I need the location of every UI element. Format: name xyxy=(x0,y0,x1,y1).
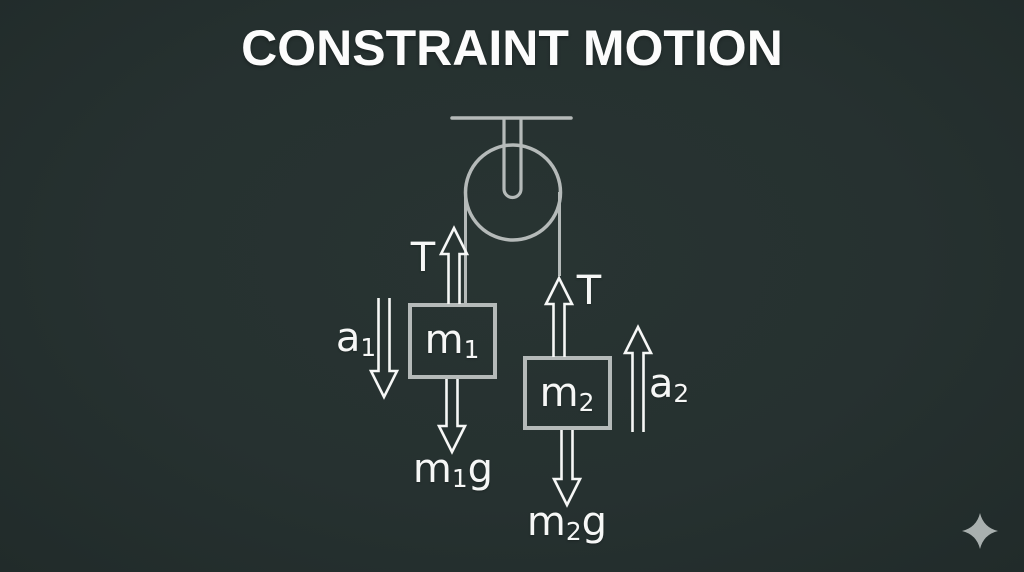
a2-subscript: 2 xyxy=(673,379,690,409)
mass-label-m2: m2 xyxy=(539,370,595,416)
m2-base: m xyxy=(539,370,579,416)
block-m2 xyxy=(523,356,612,430)
pulley-bracket xyxy=(502,119,523,200)
acceleration-label-a2: a2 xyxy=(648,361,689,407)
m2g-subscript: 2 xyxy=(565,517,582,547)
acceleration-label-a1: a1 xyxy=(335,315,376,361)
acceleration-arrow-a2 xyxy=(622,324,654,432)
m1g-suffix: g xyxy=(467,446,494,492)
a1-base: a xyxy=(335,315,361,361)
m1-base: m xyxy=(424,317,464,363)
block-m1 xyxy=(408,303,497,379)
tension-arrow-right xyxy=(543,275,575,357)
acceleration-arrow-a1 xyxy=(368,298,400,400)
m2g-suffix: g xyxy=(581,499,608,545)
weight-arrow-m1g xyxy=(436,379,468,455)
m1-subscript: 1 xyxy=(463,335,480,365)
tension-label-left: T xyxy=(410,235,436,281)
pulley-wheel xyxy=(463,143,563,242)
a1-subscript: 1 xyxy=(360,333,377,363)
mass-label-m1: m1 xyxy=(424,317,480,363)
m1g-subscript: 1 xyxy=(451,464,468,494)
a2-base: a xyxy=(648,361,674,407)
m2g-base: m xyxy=(526,499,566,545)
tension-label-right: T xyxy=(576,268,602,314)
weight-label-m2g: m2g xyxy=(526,499,608,545)
m1g-base: m xyxy=(412,446,452,492)
tension-arrow-left xyxy=(438,225,470,304)
m2-subscript: 2 xyxy=(578,388,595,418)
sparkle-icon xyxy=(962,513,998,549)
weight-arrow-m2g xyxy=(551,430,583,508)
weight-label-m1g: m1g xyxy=(412,446,494,492)
page-title: CONSTRAINT MOTION xyxy=(241,20,783,76)
